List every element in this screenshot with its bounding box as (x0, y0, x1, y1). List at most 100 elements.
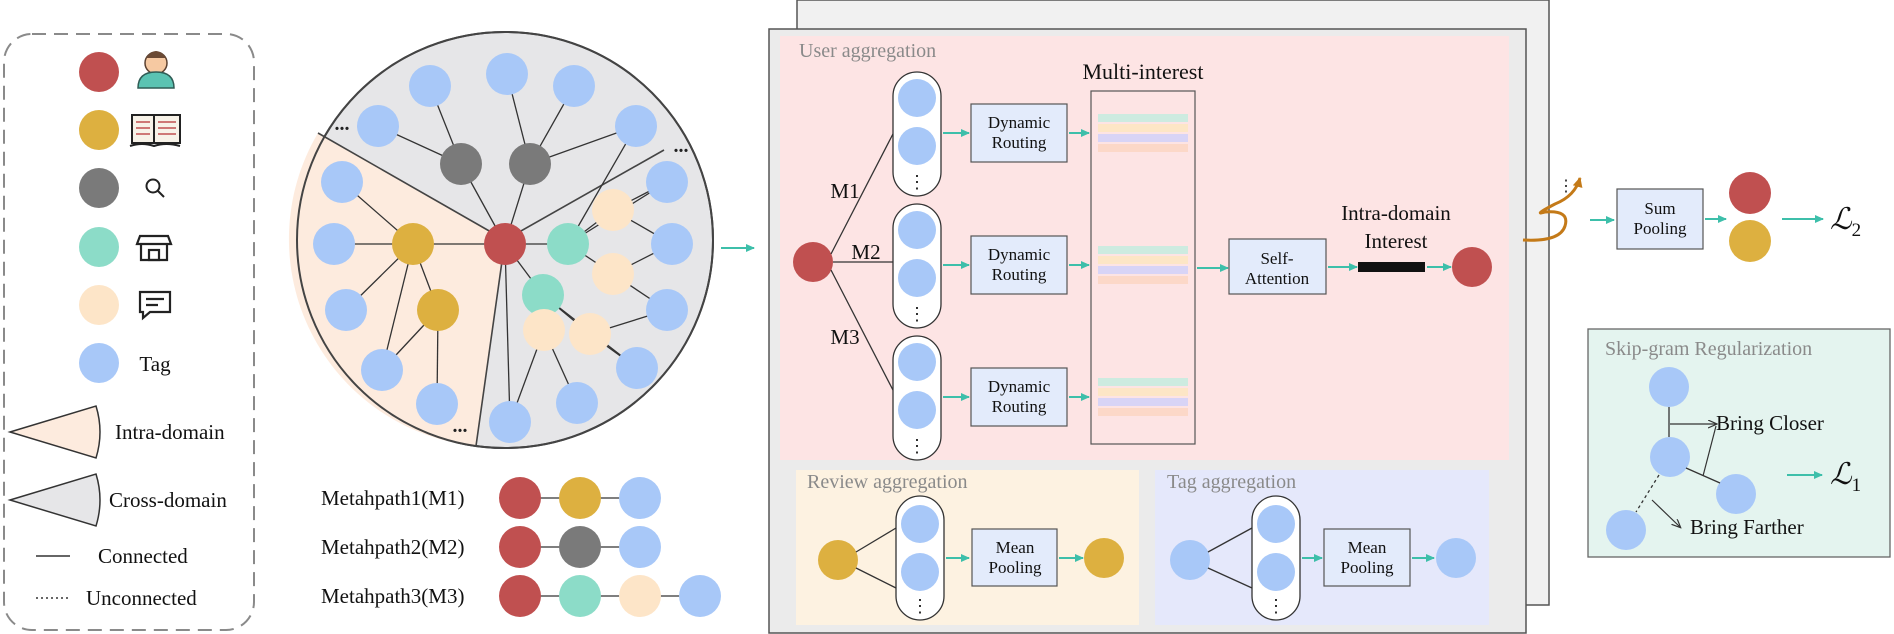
graph-ellipsis-bottom: ... (453, 415, 468, 437)
self-attention-line1: Self- (1260, 249, 1293, 268)
path-stack-node (898, 127, 936, 165)
query-node (440, 143, 482, 185)
multi-interest-title: Multi-interest (1083, 59, 1204, 84)
tag-node (361, 349, 403, 391)
legend-shop-node (79, 227, 119, 267)
tag-node (646, 289, 688, 331)
user-node (484, 223, 526, 265)
path-stack-node (898, 79, 936, 117)
metapath-tag-node (619, 477, 661, 519)
sum-pooling-line1: Sum (1644, 199, 1675, 218)
path-stack-node (898, 391, 936, 429)
metapath-tag-node (619, 526, 661, 568)
metapath-item-node (559, 477, 601, 519)
graph-nodes (313, 53, 693, 443)
shop-node (522, 274, 564, 316)
metapath-query-node (559, 526, 601, 568)
tag-node (489, 401, 531, 443)
review-output-node (1084, 538, 1124, 578)
interest-vector-bar (1098, 134, 1188, 142)
path-label-m1: M1 (830, 179, 859, 203)
interest-vector-bar (1098, 266, 1188, 274)
interest-vector-bar (1098, 378, 1188, 386)
review-stack-node (901, 505, 939, 543)
tag-mean-pooling-box (1323, 528, 1411, 587)
interest-vector-bar (1098, 246, 1188, 254)
path-label-m3: M3 (830, 325, 859, 349)
skipgram-panel: Skip-gram Regularization Bring Closer Br… (1587, 328, 1891, 558)
self-attention-line2: Attention (1245, 269, 1310, 288)
path-groups: ⋮DynamicRouting⋮DynamicRouting⋮DynamicRo… (892, 71, 1090, 461)
intra-domain-interest-vector (1358, 262, 1425, 272)
legend-panel: Tag Intra-domain Cross-domain Connected … (3, 33, 255, 631)
tag-pool-line2: Pooling (1341, 558, 1394, 577)
tag-node (357, 105, 399, 147)
path-stack-node (898, 343, 936, 381)
user-aggregation-panel: User aggregation Multi-interest M1 M2 M3… (780, 36, 1509, 461)
user-icon (137, 51, 175, 89)
tag-stack-node (1257, 553, 1295, 591)
skipgram-title: Skip-gram Regularization (1605, 338, 1812, 360)
interest-bars (1098, 114, 1188, 416)
path-stack-dots: ⋮ (908, 436, 926, 456)
tag-aggregation-panel: Tag aggregation ⋮ Mean Pooling (1155, 470, 1489, 625)
review-pool-line1: Mean (996, 538, 1035, 557)
final-item-node (1729, 220, 1771, 262)
dynamic-routing-line1: Dynamic (988, 377, 1051, 396)
tag-stack-node (1257, 505, 1295, 543)
loss-l2: ℒ2 (1830, 203, 1861, 241)
skipgram-context-node (1649, 367, 1689, 407)
tag-node (325, 289, 367, 331)
review-stack-dots: ⋮ (911, 596, 929, 616)
interest-vector-bar (1098, 408, 1188, 416)
item-node (417, 289, 459, 331)
legend-intra-label: Intra-domain (115, 420, 225, 444)
user-output-node (1452, 247, 1492, 287)
book-icon (129, 114, 181, 148)
graph-ellipsis-right: ... (674, 135, 689, 157)
interest-vector-bar (1098, 124, 1188, 132)
heterogeneous-graph: ... ... ... (288, 31, 714, 449)
tag-aggregation-title: Tag aggregation (1167, 471, 1296, 493)
metapath-user-node (499, 575, 541, 617)
dynamic-routing-line2: Routing (992, 397, 1047, 416)
legend-intra-wedge (7, 405, 101, 459)
self-attention-box (1228, 238, 1327, 295)
metapath3-label: Metahpath3(M3) (321, 584, 464, 608)
legend-user-node (79, 52, 119, 92)
tag-stack-dots: ⋮ (1267, 596, 1285, 616)
review-node (569, 313, 611, 355)
metapath-tag-node (679, 575, 721, 617)
comment-icon (138, 290, 172, 321)
legend-tag-node (79, 343, 119, 383)
tag-output-node (1436, 538, 1476, 578)
target-user-node (793, 242, 833, 282)
path-stack-dots: ⋮ (908, 172, 926, 192)
path-stack-dots: ⋮ (908, 304, 926, 324)
bring-farther-label: Bring Farther (1690, 515, 1804, 539)
interest-vector-bar (1098, 388, 1188, 396)
review-node (523, 309, 565, 351)
metapath-user-node (499, 477, 541, 519)
tag-node (651, 223, 693, 265)
interest-vector-bar (1098, 276, 1188, 284)
tag-node (553, 65, 595, 107)
metapath-shop-node (559, 575, 601, 617)
tag-pool-line1: Mean (1348, 538, 1387, 557)
metapath-review-node (619, 575, 661, 617)
interest-vector-bar (1098, 144, 1188, 152)
sum-pooling-dots: ⋮ (1558, 178, 1574, 195)
review-node (592, 189, 634, 231)
skipgram-negative-node (1606, 510, 1646, 550)
review-mean-pooling-box (971, 528, 1058, 587)
intra-domain-interest-line2: Interest (1365, 229, 1428, 253)
interest-vector-bar (1098, 256, 1188, 264)
interest-vector-bar (1098, 114, 1188, 122)
dynamic-routing-box (970, 367, 1068, 427)
review-stack-node (901, 553, 939, 591)
loss-l1: ℒ1 (1830, 458, 1861, 496)
legend-query-node (79, 168, 119, 208)
legend-cross-label: Cross-domain (109, 488, 227, 512)
tag-node (486, 53, 528, 95)
